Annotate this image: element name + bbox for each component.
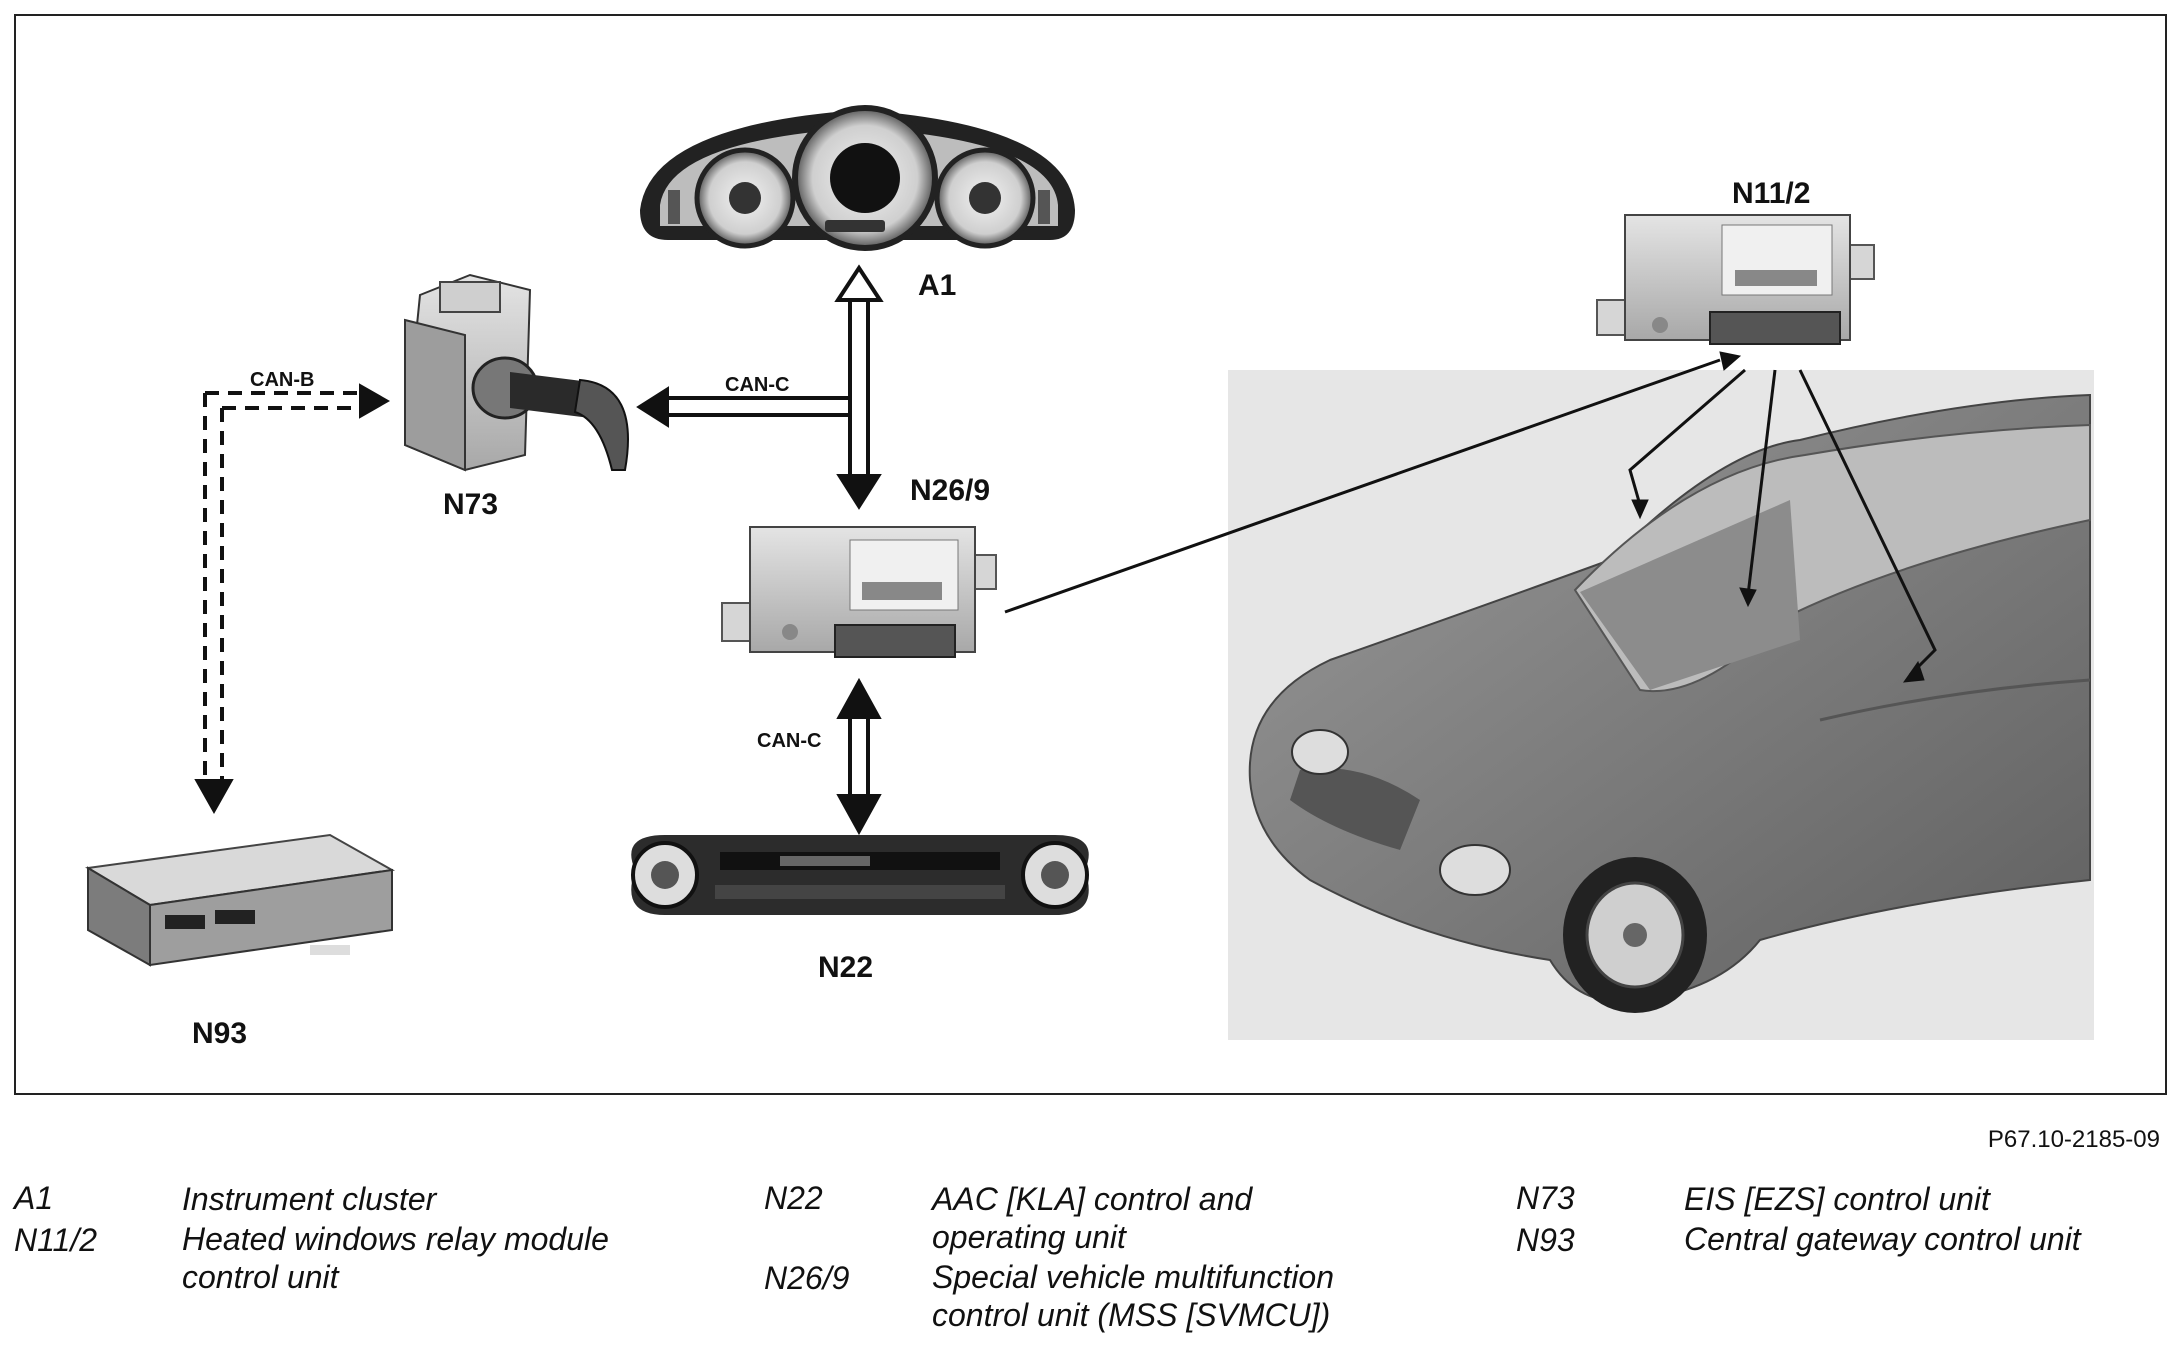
node-label-n93: N93 <box>192 1017 247 1050</box>
eis-control-unit-image <box>403 273 629 472</box>
node-label-a1: A1 <box>918 269 956 302</box>
legend-code-n26-9: N26/9 <box>764 1260 850 1296</box>
heated-windows-relay-module-image <box>1596 214 1875 345</box>
legend-code-n11-2: N11/2 <box>14 1222 98 1258</box>
legend-code-n22: N22 <box>764 1180 823 1216</box>
node-label-n11-2: N11/2 <box>1732 177 1810 210</box>
legend-code-n93: N93 <box>1516 1222 1575 1258</box>
central-gateway-image <box>85 833 396 967</box>
node-label-n26-9: N26/9 <box>910 474 990 507</box>
legend-code-a1: A1 <box>14 1180 54 1216</box>
node-label-n22: N22 <box>818 951 873 984</box>
aac-control-panel-image <box>631 835 1089 915</box>
legend-desc-n73: EIS [EZS] control unit <box>1684 1181 1990 1217</box>
legend-desc-n93: Central gateway control unit <box>1684 1221 2081 1257</box>
figure-id: P67.10-2185-09 <box>1987 1126 2160 1153</box>
legend-code-n73: N73 <box>1516 1180 1575 1216</box>
legend-desc-n26-9: Special vehicle multifunction control un… <box>932 1259 1334 1333</box>
bus-label-can-c-bottom: CAN-C <box>757 730 821 752</box>
vehicle-photo <box>1228 370 2094 1040</box>
legend-desc-n22: AAC [KLA] control and operating unit <box>932 1181 1253 1255</box>
legend-desc-n11-2: Heated windows relay module control unit <box>182 1221 609 1295</box>
node-label-n73: N73 <box>443 488 498 521</box>
bus-label-can-c-top: CAN-C <box>725 374 789 396</box>
system-diagram: A1 N73 N26/9 N22 <box>85 105 2094 1050</box>
connection-lines <box>194 264 1937 836</box>
diagram-frame <box>14 14 2167 1095</box>
instrument-cluster-image <box>640 105 1075 251</box>
svmcu-control-unit-image <box>721 526 997 658</box>
bus-label-can-b: CAN-B <box>250 369 314 391</box>
legend-desc-a1: Instrument cluster <box>182 1181 437 1217</box>
